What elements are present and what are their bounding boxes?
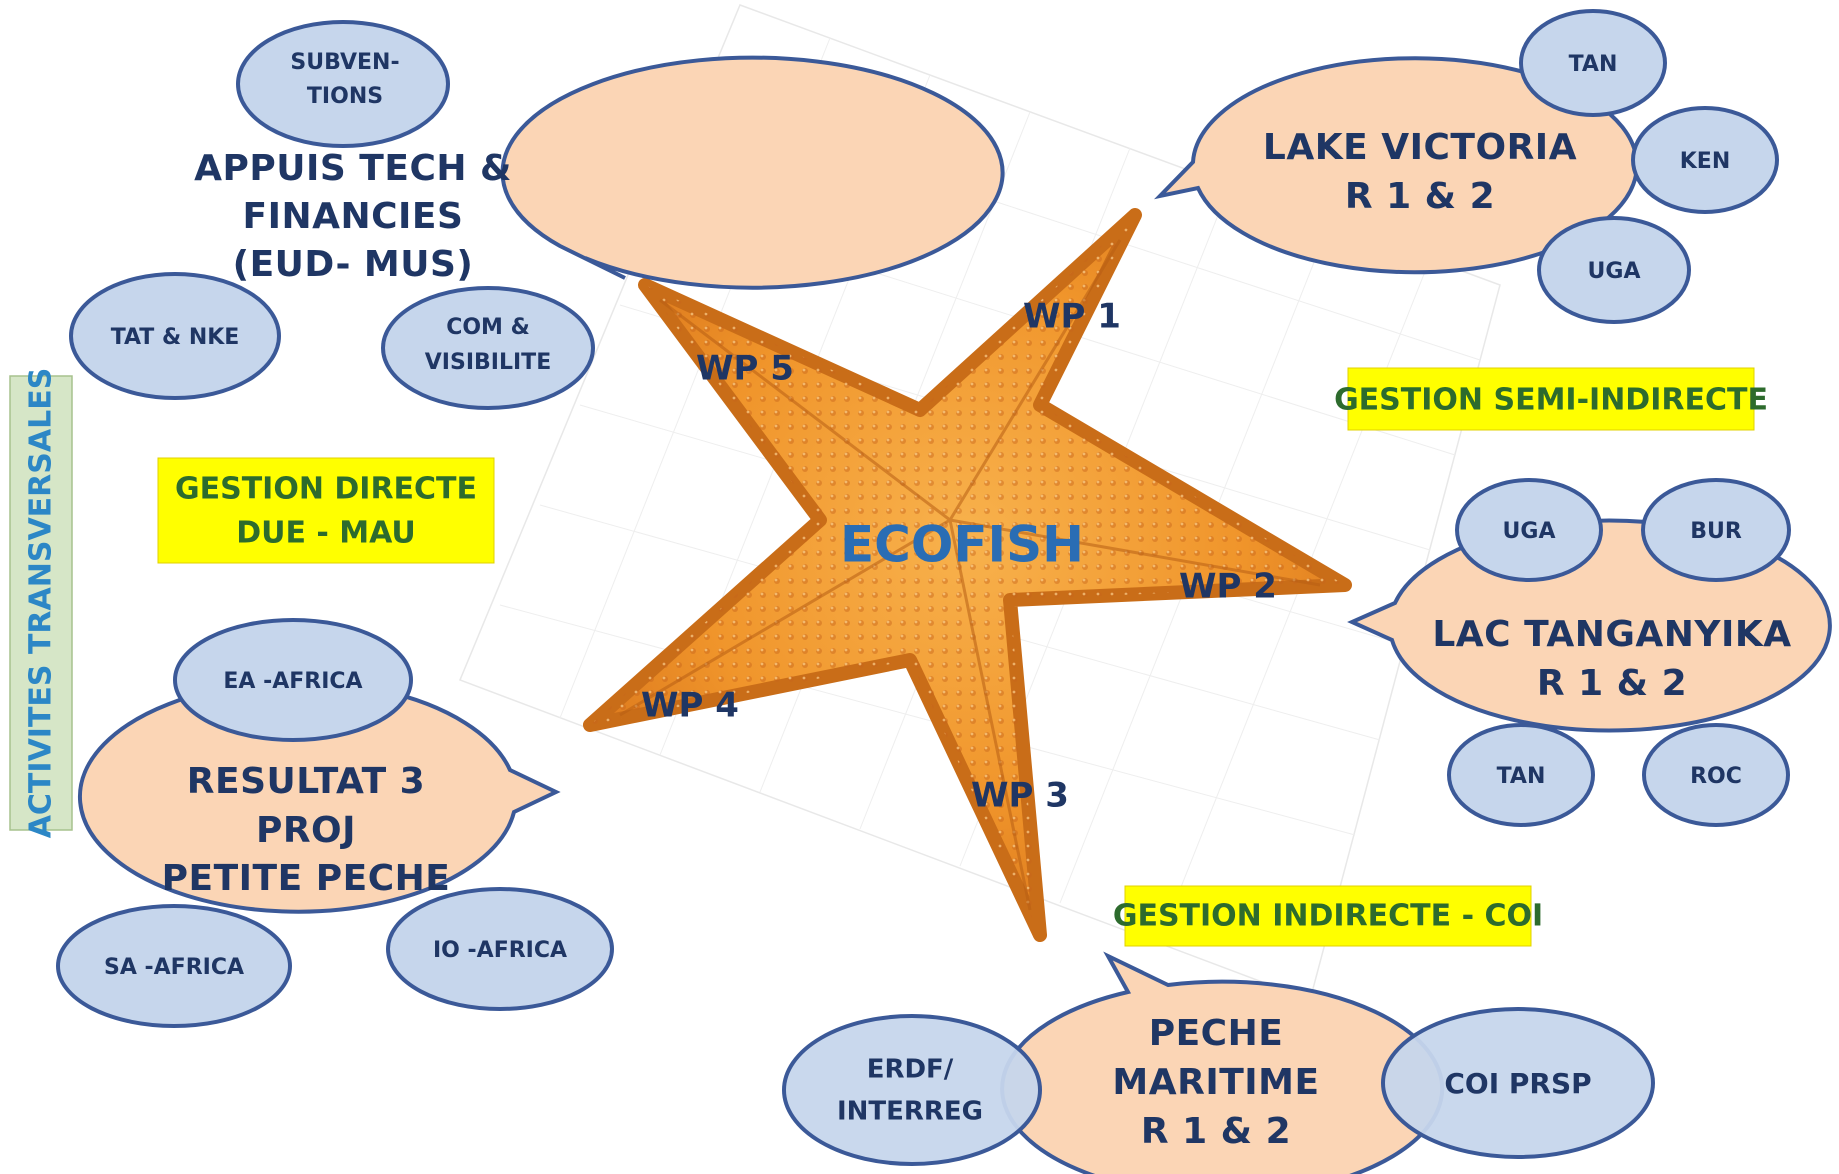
ecofish-title: ECOFISH [840,516,1084,574]
peche-line1: PECHE [1149,1013,1284,1054]
com-visibilite-tag [381,286,595,410]
io-africa-tag [386,887,614,1011]
activites-transversales-label: ACTIVITES TRANSVERSALES [24,368,59,839]
resultat-group: EA -AFRICA SA -AFRICA IO -AFRICA RESULTA… [56,618,614,1028]
erdf-interreg-line1: ERDF/ [867,1055,954,1085]
com-visibilite-line2: VISIBILITE [425,350,551,375]
tanganyika-bur-label: BUR [1690,519,1742,544]
tanganyika-roc-label: ROC [1690,764,1742,789]
io-africa-label: IO -AFRICA [433,938,567,963]
starfish-image [583,208,1352,942]
wp4-label: WP 4 [641,686,739,726]
erdf-interreg-line2: INTERREG [837,1097,983,1127]
ea-africa-label: EA -AFRICA [223,669,362,694]
victoria-ken-tag [1631,106,1779,214]
tat-nke-tag [69,272,281,400]
appuis-line3: (EUD- MUS) [233,244,474,285]
coi-prsp-tag [1381,1007,1655,1159]
resultat-line1: RESULTAT 3 [187,761,425,802]
victoria-ken-label: KEN [1680,149,1731,174]
appuis-bubble [500,55,1005,290]
sa-africa-tag [56,904,292,1028]
wp3-label: WP 3 [971,776,1069,816]
lake-victoria-line2: R 1 & 2 [1345,176,1495,217]
appuis-line1: APPUIS TECH & [194,148,512,189]
subventions-line2: TIONS [307,84,383,109]
tanganyika-tan-label: TAN [1497,764,1546,789]
gestion-semi-indirecte-label: GESTION SEMI-INDIRECTE [1334,383,1768,418]
victoria-tan-tag [1519,9,1667,117]
wp2-label: WP 2 [1179,567,1277,607]
peche-line2: MARITIME [1112,1062,1319,1103]
wp1-label: WP 1 [1023,297,1121,337]
ea-africa-tag [173,618,413,742]
gestion-directe-line2: DUE - MAU [236,516,416,551]
subventions-line1: SUBVEN- [290,50,399,75]
peche-line3: R 1 & 2 [1141,1111,1291,1152]
victoria-tan-label: TAN [1569,52,1618,77]
activites-transversales-box: ACTIVITES TRANSVERSALES [9,368,73,839]
erdf-interreg-tag [782,1014,1042,1166]
victoria-uga-label: UGA [1588,259,1641,284]
lake-victoria-group: TAN KEN UGA LAKE VICTORIA R 1 & 2 [1154,9,1779,324]
tanganyika-uga-tag [1455,478,1603,582]
subventions-tag [236,20,450,148]
coi-prsp-label: COI PRSP [1444,1067,1591,1100]
lac-tanganyika-line1: LAC TANGANYIKA [1432,614,1791,655]
gestion-directe-badge: GESTION DIRECTE DUE - MAU [157,457,495,564]
sa-africa-label: SA -AFRICA [104,955,244,980]
tanganyika-tan-tag [1447,723,1595,827]
tanganyika-uga-label: UGA [1503,519,1556,544]
lac-tanganyika-group: UGA BUR TAN ROC LAC TANGANYIKA R 1 & 2 [1347,478,1832,827]
resultat-line2: PROJ [256,810,356,851]
appuis-line2: FINANCIES [243,196,464,237]
gestion-directe-line1: GESTION DIRECTE [175,472,477,507]
wp5-label: WP 5 [696,349,794,389]
com-visibilite-line1: COM & [446,315,530,340]
tat-nke-label: TAT & NKE [111,325,240,350]
gestion-indirecte-badge: GESTION INDIRECTE - COI [1113,885,1543,947]
tanganyika-bur-tag [1641,478,1791,582]
gestion-indirecte-label: GESTION INDIRECTE - COI [1113,899,1543,934]
resultat-line3: PETITE PECHE [162,858,451,899]
gestion-semi-indirecte-badge: GESTION SEMI-INDIRECTE [1334,367,1768,431]
lac-tanganyika-line2: R 1 & 2 [1537,663,1687,704]
peche-group: ERDF/ INTERREG COI PRSP PECHE MARITIME R… [782,951,1655,1174]
victoria-uga-tag [1537,216,1691,324]
appuis-group: SUBVEN- TIONS APPUIS TECH & FINANCIES (E… [69,20,1005,410]
lake-victoria-line1: LAKE VICTORIA [1263,127,1577,168]
tanganyika-roc-tag [1642,723,1790,827]
